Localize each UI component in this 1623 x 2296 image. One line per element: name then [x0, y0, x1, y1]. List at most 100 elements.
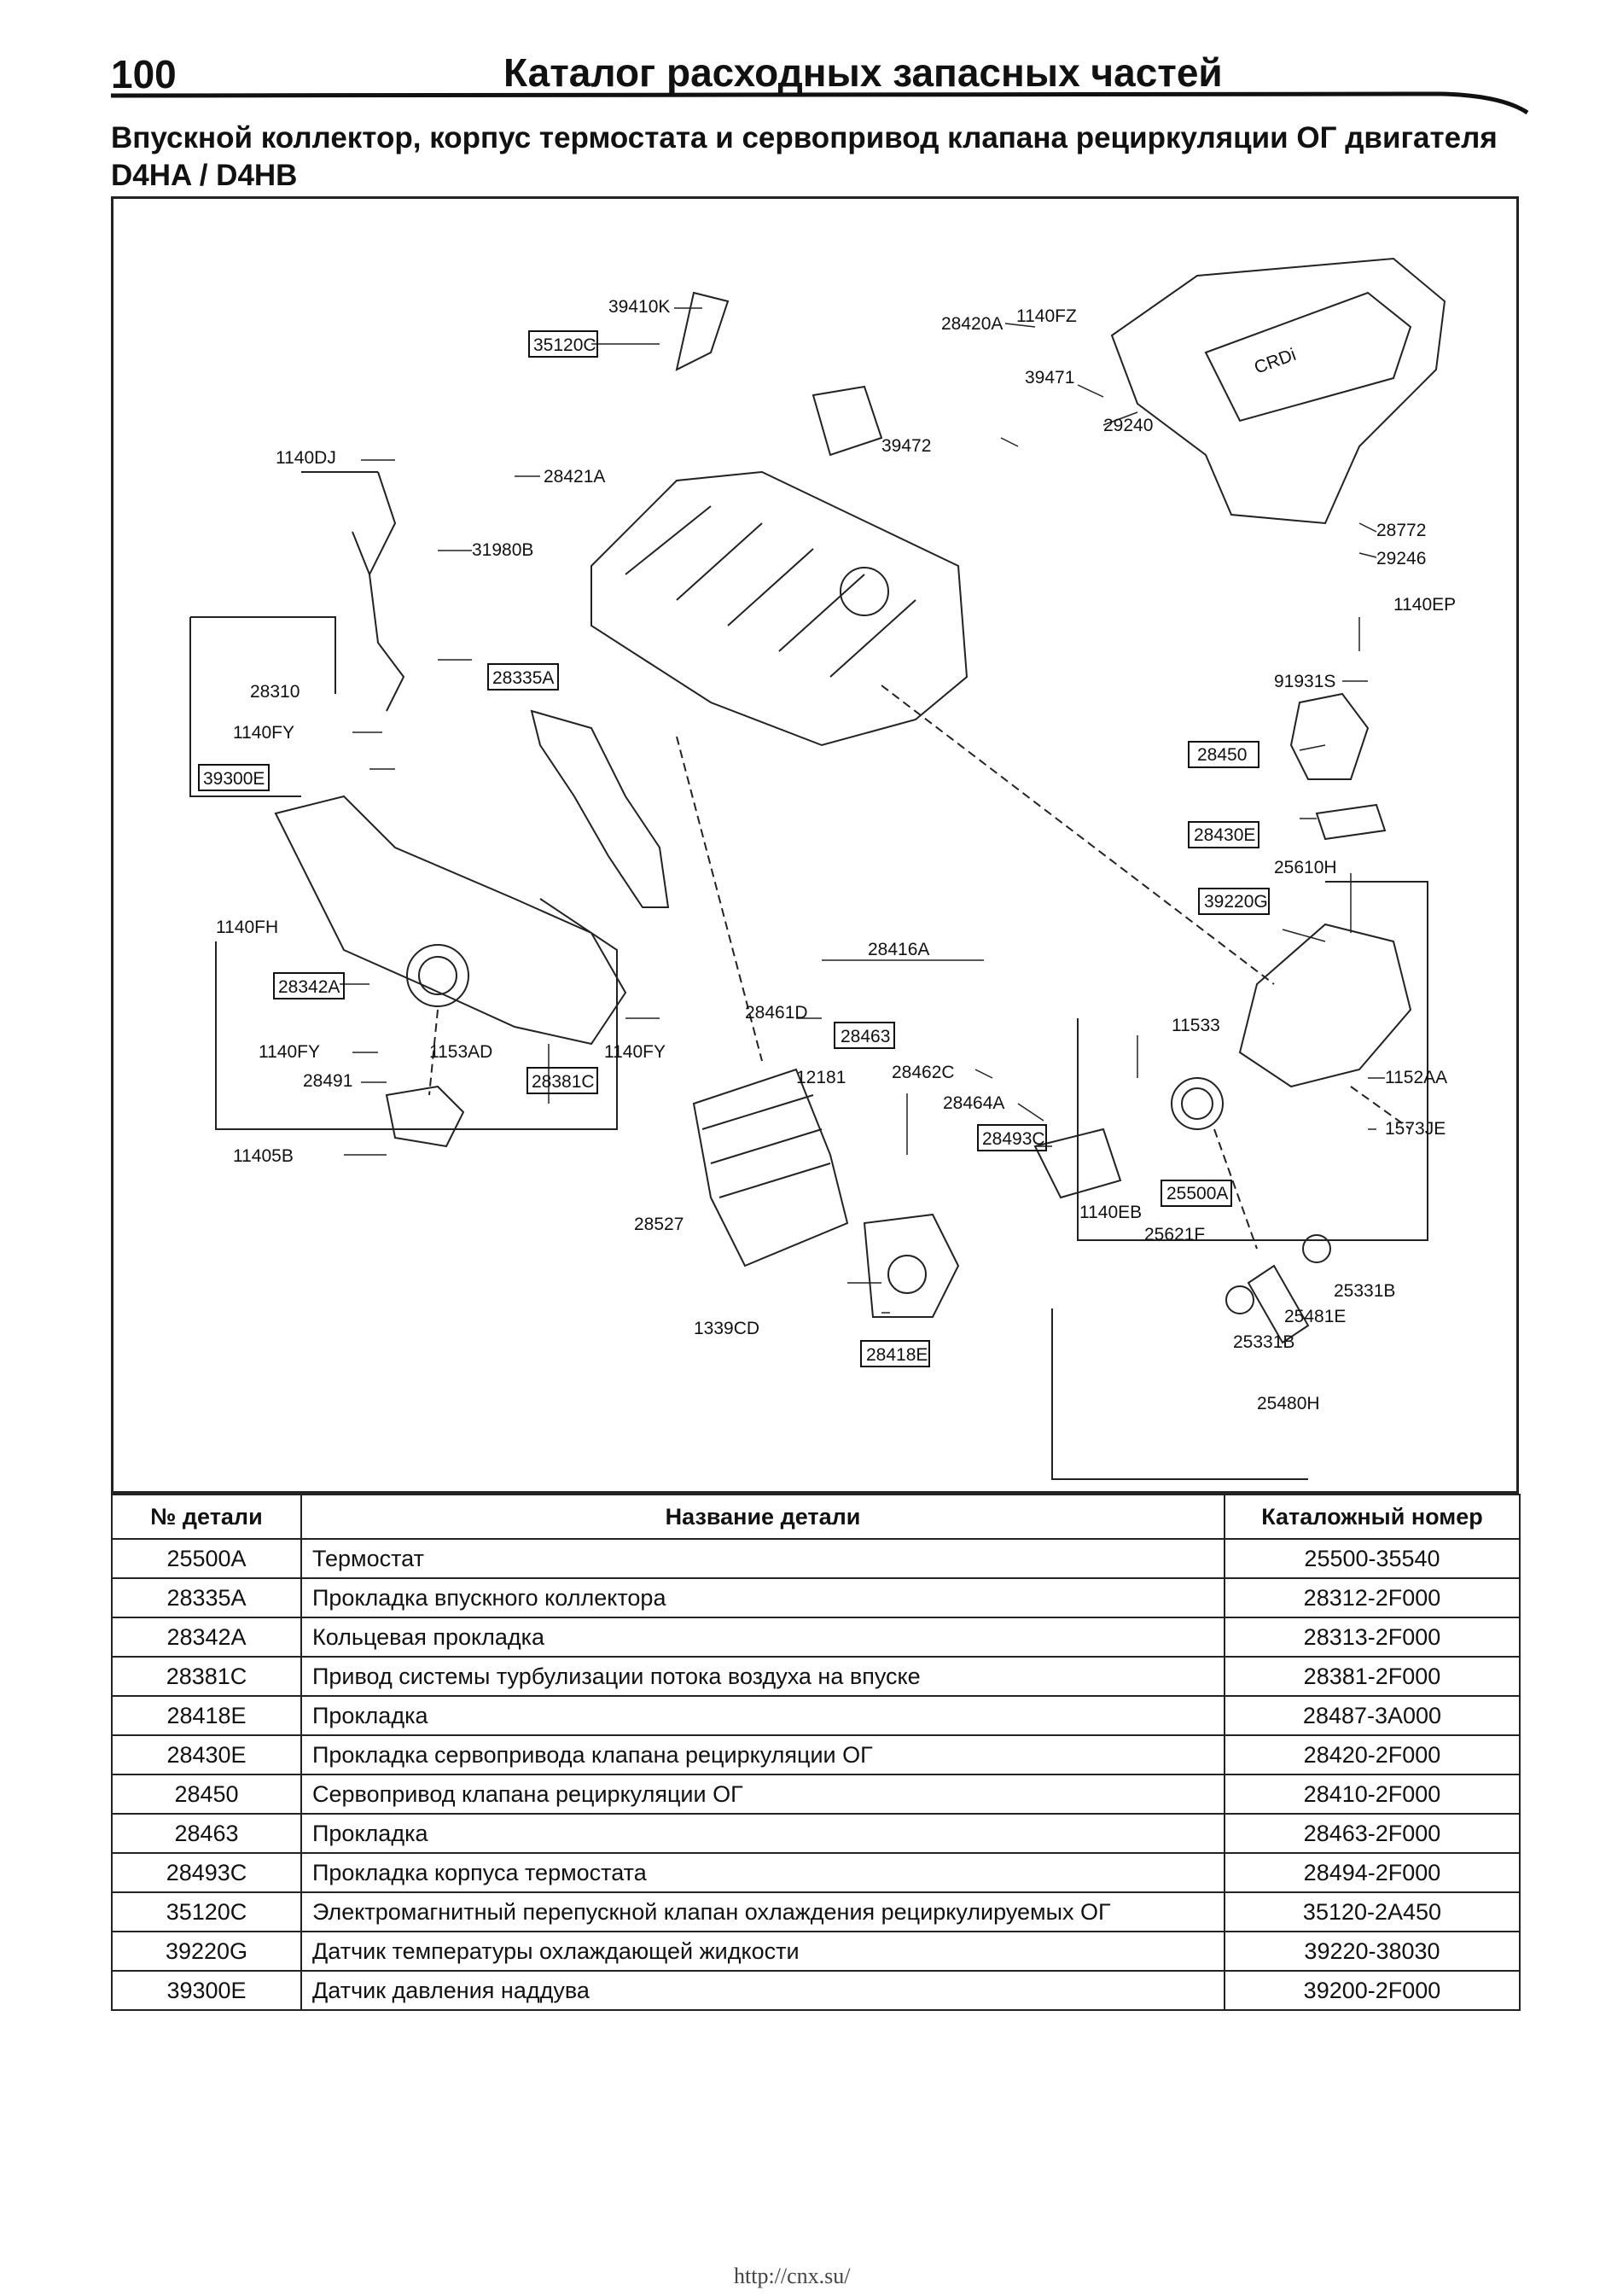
- part-name-cell: Датчик давления наддува: [300, 1970, 1225, 2011]
- catalog-number-cell: 39220-38030: [1224, 1931, 1521, 1972]
- callout-25331B-upper: 25331B: [1334, 1281, 1395, 1301]
- thermostat-housing-drawing: [1238, 923, 1412, 1088]
- running-title: Каталог расходных запасных частей: [503, 50, 1223, 95]
- callout-1140FH: 1140FH: [216, 918, 278, 937]
- callout-29240: 29240: [1103, 416, 1153, 435]
- callout-28342A: 28342A: [278, 977, 340, 997]
- intake-manifold-drawing: [274, 795, 627, 1046]
- part-name-cell: Сервопривод клапана рециркуляции ОГ: [300, 1774, 1225, 1815]
- callout-29246: 29246: [1376, 549, 1426, 568]
- callout-28381C: 28381C: [532, 1072, 595, 1092]
- callout-39410K: 39410K: [608, 297, 670, 317]
- callout-28310: 28310: [250, 682, 300, 702]
- egr-actuator-drawing: [1289, 692, 1370, 780]
- callout-35120C: 35120C: [533, 335, 596, 355]
- callout-28464A: 28464A: [943, 1093, 1004, 1113]
- svg-text:CRDi: CRDi: [1252, 345, 1299, 378]
- callout-1140FY-left: 1140FY: [259, 1042, 320, 1062]
- part-number-cell: 28335A: [111, 1577, 302, 1618]
- callout-91931S: 91931S: [1274, 672, 1335, 691]
- callout-1140DJ: 1140DJ: [276, 448, 336, 468]
- catalog-number-cell: 28410-2F000: [1224, 1774, 1521, 1815]
- part-name-cell: Прокладка сервопривода клапана рециркуля…: [300, 1734, 1225, 1775]
- callout-25621F: 25621F: [1144, 1225, 1205, 1244]
- diagram-drawing: CRDi: [189, 257, 1456, 1480]
- catalog-number-cell: 35120-2A450: [1224, 1891, 1521, 1932]
- part-number-cell: 28342A: [111, 1617, 302, 1658]
- callout-11405B: 11405B: [233, 1146, 294, 1166]
- callout-39472: 39472: [881, 436, 931, 456]
- engine-cover-drawing: [1110, 257, 1446, 525]
- part-number-cell: 28430E: [111, 1734, 302, 1775]
- part-name-cell: Привод системы турбулизации потока возду…: [300, 1656, 1225, 1697]
- part-name-cell: Прокладка: [300, 1695, 1225, 1736]
- callout-25481E: 25481E: [1284, 1307, 1346, 1326]
- callout-1140FZ: 1140FZ: [1016, 306, 1077, 326]
- part-name-cell: Прокладка: [300, 1813, 1225, 1854]
- egr-cooler-drawing: [692, 1068, 849, 1267]
- part-name-cell: Термостат: [300, 1538, 1225, 1579]
- callout-1153AD: 1153AD: [429, 1042, 492, 1062]
- callout-1140FY-right: 1140FY: [604, 1042, 666, 1062]
- callout-28491: 28491: [303, 1071, 352, 1091]
- callout-28420A: 28420A: [941, 314, 1003, 334]
- part-name-cell: Электромагнитный перепускной клапан охла…: [300, 1891, 1225, 1932]
- callout-28462C: 28462C: [892, 1063, 955, 1082]
- callout-1573JE: 1573JE: [1385, 1119, 1446, 1139]
- page-number: 100: [111, 52, 177, 96]
- callout-1140EP: 1140EP: [1393, 595, 1456, 615]
- callout-1140FY-upper: 1140FY: [233, 723, 294, 743]
- callout-28461D: 28461D: [745, 1003, 808, 1023]
- callout-28418E: 28418E: [866, 1345, 928, 1365]
- callout-39471: 39471: [1025, 368, 1074, 388]
- catalog-number-cell: 28312-2F000: [1224, 1577, 1521, 1618]
- catalog-number-cell: 28381-2F000: [1224, 1656, 1521, 1697]
- callout-28430E: 28430E: [1194, 825, 1255, 845]
- callout-28450: 28450: [1197, 745, 1247, 765]
- egr-valve-drawing: [863, 1213, 960, 1318]
- part-number-cell: 25500A: [111, 1538, 302, 1579]
- callout-39300E: 39300E: [203, 769, 265, 789]
- part-number-cell: 39300E: [111, 1970, 302, 2011]
- callout-25480H: 25480H: [1257, 1394, 1320, 1413]
- column-header-catalog-number: Каталожный номер: [1224, 1494, 1521, 1540]
- callout-28416A: 28416A: [868, 940, 929, 959]
- part-number-cell: 35120C: [111, 1891, 302, 1932]
- catalog-number-cell: 28463-2F000: [1224, 1813, 1521, 1854]
- callout-31980B: 31980B: [472, 540, 533, 560]
- callout-25610H: 25610H: [1274, 858, 1337, 877]
- part-number-cell: 28418E: [111, 1695, 302, 1736]
- callout-28772: 28772: [1376, 521, 1426, 540]
- part-number-cell: 28493C: [111, 1852, 302, 1893]
- callout-25500A: 25500A: [1166, 1184, 1228, 1203]
- part-number-cell: 39220G: [111, 1931, 302, 1972]
- callout-1339CD: 1339CD: [694, 1319, 759, 1338]
- parts-table: № детали Название детали Каталожный номе…: [111, 1494, 1521, 2011]
- catalog-number-cell: 28420-2F000: [1224, 1734, 1521, 1775]
- callout-28421A: 28421A: [544, 467, 605, 487]
- callout-1152AA: 1152AA: [1385, 1068, 1447, 1087]
- catalog-number-cell: 28494-2F000: [1224, 1852, 1521, 1893]
- section-title: Впускной коллектор, корпус термостата и …: [111, 121, 1498, 192]
- part-name-cell: Прокладка впускного коллектора: [300, 1577, 1225, 1618]
- callout-25331B-lower: 25331B: [1233, 1332, 1294, 1352]
- part-name-cell: Прокладка корпуса термостата: [300, 1852, 1225, 1893]
- part-number-cell: 28381C: [111, 1656, 302, 1697]
- callout-28463: 28463: [841, 1027, 890, 1046]
- catalog-number-cell: 39200-2F000: [1224, 1970, 1521, 2011]
- callout-28527: 28527: [634, 1215, 684, 1234]
- callout-1140EB: 1140EB: [1079, 1203, 1142, 1222]
- catalog-number-cell: 28313-2F000: [1224, 1617, 1521, 1658]
